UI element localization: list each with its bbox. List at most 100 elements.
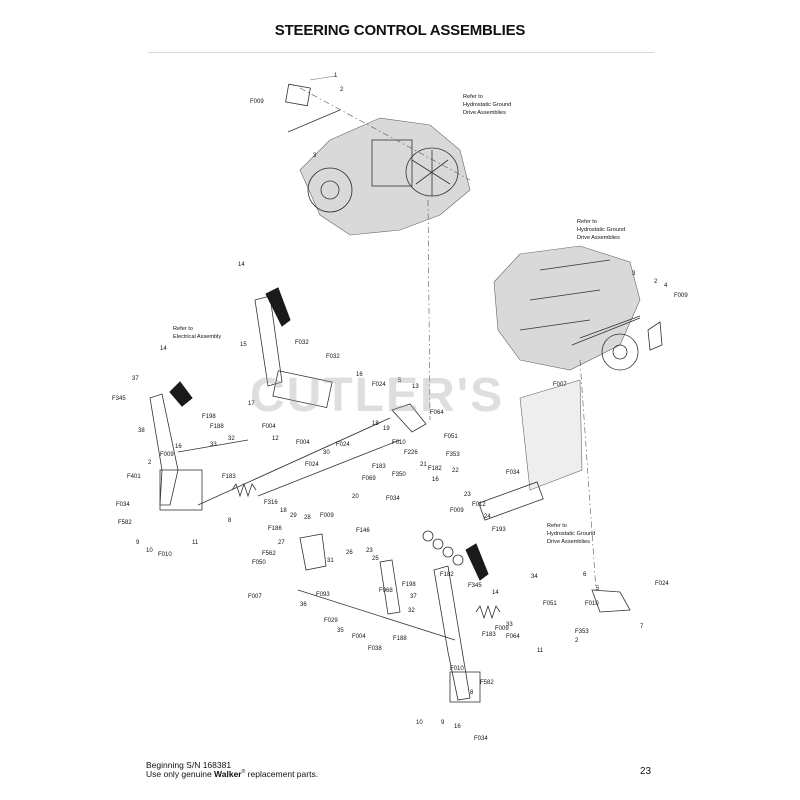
callout-label: 27	[278, 540, 285, 546]
callout-label: 18	[372, 421, 379, 427]
callout-label: 22	[452, 468, 459, 474]
callout-label: 33	[506, 622, 513, 628]
callout-label: 8	[470, 690, 474, 696]
svg-text:Refer to: Refer to	[577, 219, 597, 225]
ref-line-3	[299, 87, 471, 181]
callout-label: 5	[596, 586, 600, 592]
callout-label: 14	[492, 590, 499, 596]
callout-label: F345	[112, 396, 126, 402]
callout-label: 10	[146, 548, 153, 554]
spring-8	[231, 482, 257, 498]
callout-label: 3	[632, 271, 636, 277]
callout-label: 30	[323, 450, 330, 456]
callout-label: F034	[386, 496, 400, 502]
svg-text:Drive Assemblies: Drive Assemblies	[547, 539, 590, 545]
callout-label: F034	[474, 736, 488, 742]
callout-label: 1	[334, 73, 338, 79]
callout-label: F068	[379, 588, 393, 594]
callout-label: 34	[531, 574, 538, 580]
callout-label: 24	[484, 514, 491, 520]
ref-line-2	[579, 359, 597, 591]
callout-label: 11	[192, 540, 199, 546]
callout-label: 21	[420, 462, 427, 468]
callout-label: F007	[553, 382, 567, 388]
callout-label: 16	[175, 444, 182, 450]
upper-steering-lever	[254, 287, 333, 409]
note-hydro-right: Refer to Hydrostatic Ground Drive Assemb…	[577, 219, 625, 241]
callout-label: F051	[444, 434, 458, 440]
callout-label: F010	[392, 440, 406, 446]
callout-label: F034	[116, 502, 130, 508]
callout-label: F029	[324, 618, 338, 624]
callout-label: 9	[136, 540, 140, 546]
linkage-rod-12	[197, 417, 391, 506]
callout-label: 16	[432, 477, 439, 483]
callout-label: 3	[313, 153, 317, 159]
callout-label: F050	[252, 560, 266, 566]
watermark: CUTLER'S	[250, 369, 505, 422]
note-hydro-top: Refer to Hydrostatic Ground Drive Assemb…	[463, 94, 511, 116]
callout-label: F004	[352, 634, 366, 640]
note-hydro-bottom: Refer to Hydrostatic Ground Drive Assemb…	[547, 523, 595, 545]
callout-label: 15	[240, 342, 247, 348]
callout-label: 31	[327, 558, 334, 564]
page-number: 23	[640, 766, 652, 777]
callout-label: 11	[537, 648, 544, 654]
mount-bracket	[478, 481, 544, 521]
callout-label: F038	[368, 646, 382, 652]
callout-label: 9	[441, 720, 445, 726]
callout-label: 2	[575, 638, 579, 644]
callout-label: F562	[262, 551, 276, 557]
callout-label: F316	[264, 500, 278, 506]
page-title: STEERING CONTROL ASSEMBLIES	[274, 22, 526, 39]
callout-label: F193	[492, 527, 506, 533]
callout-label: F093	[316, 592, 330, 598]
callout-label: F188	[210, 424, 224, 430]
callout-label: 7	[640, 624, 644, 630]
callout-label: F198	[202, 414, 216, 420]
callout-label: F012	[472, 502, 486, 508]
callout-label: F032	[326, 354, 340, 360]
svg-text:Refer to: Refer to	[173, 326, 193, 332]
callout-label: 2	[148, 460, 152, 466]
callout-label: F350	[392, 472, 406, 478]
callout-label: F004	[262, 424, 276, 430]
callout-label: 16	[356, 372, 363, 378]
callout-label: F024	[372, 382, 386, 388]
title-rule	[148, 52, 654, 53]
callout-label: F582	[118, 520, 132, 526]
mounting-plate	[519, 379, 583, 491]
callout-label: 2	[340, 87, 344, 93]
callout-label: 5	[398, 378, 402, 384]
callout-label: F009	[160, 452, 174, 458]
callout-label: F024	[336, 442, 350, 448]
callout-label: 38	[138, 428, 145, 434]
callout-label: F353	[575, 629, 589, 635]
right-steering-lever	[433, 543, 489, 703]
callout-label: 23	[366, 548, 373, 554]
note-electrical: Refer to Electrical Assembly	[173, 326, 221, 340]
callout-label: F009	[320, 513, 334, 519]
parts-note: Use only genuine Walker® replacement par…	[146, 769, 319, 779]
callout-label: F024	[655, 581, 669, 587]
callout-label: F064	[506, 634, 520, 640]
callout-label: 35	[337, 628, 344, 634]
top-rod-assembly	[285, 75, 341, 133]
callout-label: 32	[408, 608, 415, 614]
spring-32	[475, 604, 501, 620]
callout-label: 36	[300, 602, 307, 608]
callout-label: 28	[304, 515, 311, 521]
callout-label: 33	[210, 442, 217, 448]
bracket-31	[299, 533, 327, 571]
callout-label: 32	[228, 436, 235, 442]
transmission-top	[299, 117, 471, 236]
brand-name: Walker	[214, 769, 242, 779]
callout-label: 17	[248, 401, 255, 407]
callout-label: F188	[393, 636, 407, 642]
callout-label: F183	[222, 474, 236, 480]
svg-text:Hydrostatic Ground: Hydrostatic Ground	[547, 531, 595, 537]
callout-label: F182	[428, 466, 442, 472]
callout-label: F069	[362, 476, 376, 482]
callout-label: 20	[352, 494, 359, 500]
callout-label: 13	[412, 384, 419, 390]
